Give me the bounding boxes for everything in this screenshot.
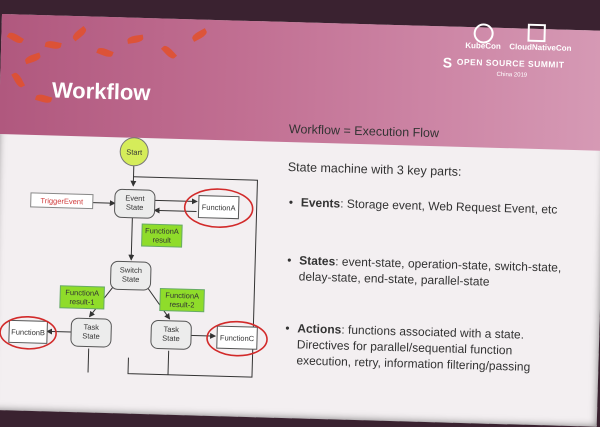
- function-a-result-box: [141, 223, 183, 248]
- function-b-highlight: [0, 316, 57, 350]
- function-a-box: [197, 195, 240, 220]
- cloudnativecon-label: CloudNativeCon: [509, 42, 572, 53]
- event-label: China 2019: [496, 71, 528, 79]
- start-label: Start: [126, 148, 143, 157]
- slide-subheading: State machine with 3 key parts:: [287, 160, 462, 179]
- bullet-key: Events: [300, 195, 341, 211]
- bullet-key: States: [299, 253, 336, 269]
- switch-state-node: [110, 260, 152, 291]
- projector-screen: Workflow KubeCon CloudNativeCon S OPEN S…: [0, 14, 600, 427]
- oss-logo-icon: S: [442, 54, 453, 71]
- switch-state-label: SwitchState: [119, 265, 142, 284]
- task-state-right-label: TaskState: [162, 325, 180, 343]
- bullet-events: • Events: Storage event, Web Request Eve…: [289, 194, 569, 217]
- function-c-highlight: [206, 320, 268, 357]
- trigger-event-label: TriggerEvent: [40, 196, 84, 206]
- bullet-text: : event-state, operation-state, switch-s…: [298, 254, 562, 289]
- function-a-label: FunctionA: [202, 203, 236, 213]
- bullet-actions: • Actions: functions associated with a s…: [285, 320, 565, 375]
- task-state-left-node: [70, 317, 112, 348]
- bullet-text: : Storage event, Web Request Event, etc: [340, 196, 558, 217]
- workflow-diagram: Start TriggerEvent EventState FunctionA …: [0, 137, 268, 378]
- function-a-result-label: FunctionAresult: [145, 226, 179, 245]
- bullet-dot: •: [288, 195, 294, 210]
- function-b-label: FunctionB: [11, 327, 45, 337]
- conference-logos: KubeCon CloudNativeCon S OPEN SOURCE SUM…: [443, 19, 600, 95]
- start-node: [119, 137, 149, 167]
- cloudnativecon-logo-icon: [527, 23, 546, 43]
- result-2-label: FunctionAresult-2: [165, 291, 199, 310]
- result-2-box: [159, 288, 205, 313]
- diagram-connectors: [46, 165, 258, 378]
- trigger-event-box: [30, 192, 94, 210]
- oss-label: OPEN SOURCE SUMMIT: [456, 56, 565, 70]
- kubecon-label: KubeCon: [465, 40, 501, 51]
- task-state-right-node: [150, 319, 192, 350]
- bullet-dot: •: [287, 253, 292, 268]
- bullet-key: Actions: [297, 321, 342, 337]
- bullet-states: • States: event-state, operation-state, …: [287, 252, 568, 291]
- function-c-box: [216, 325, 258, 350]
- result-1-box: [59, 285, 105, 310]
- function-a-highlight: [183, 188, 254, 228]
- function-b-box: [8, 319, 48, 344]
- task-state-left-label: TaskState: [82, 322, 100, 340]
- event-state-node: [114, 188, 156, 219]
- function-c-label: FunctionC: [220, 333, 255, 343]
- result-1-label: FunctionAresult-1: [65, 288, 99, 307]
- bullet-dot: •: [285, 321, 290, 336]
- event-state-label: EventState: [125, 194, 146, 213]
